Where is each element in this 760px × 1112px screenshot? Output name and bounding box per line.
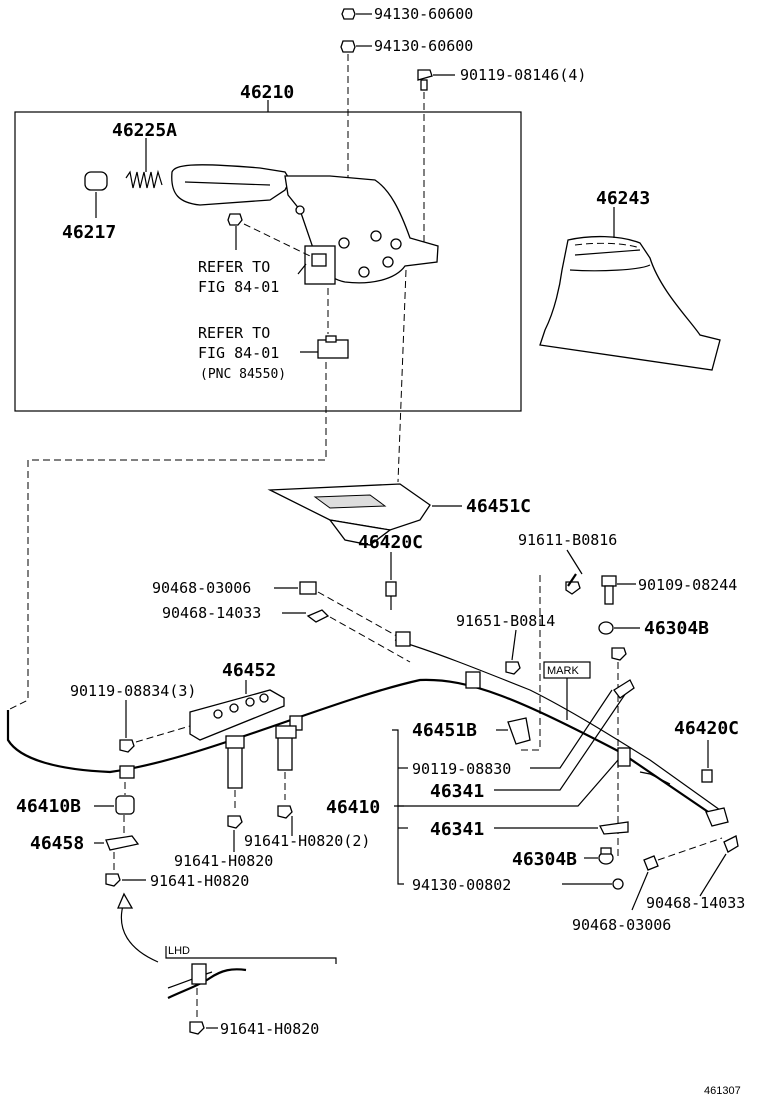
- label-nut-top-1: 94130-60600: [374, 5, 473, 23]
- label-figure-id: 461307: [704, 1085, 741, 1097]
- cable-46341-b-icon: [599, 821, 629, 835]
- label-nut-00802: 94130-00802: [412, 876, 511, 894]
- grommet-bottom-icon: [598, 847, 614, 865]
- label-mark: MARK: [547, 665, 579, 677]
- clamp-46458-icon: [105, 835, 140, 851]
- label-lever-assy: 46210: [240, 82, 294, 103]
- clip-14033-right-icon: [723, 835, 739, 853]
- label-clamp-c-right: 46420C: [674, 718, 739, 739]
- knob-icon: [84, 171, 108, 191]
- switch-icon: [317, 335, 349, 359]
- clamp-c-icon: [385, 581, 397, 610]
- label-bracket-46452: 46452: [222, 660, 276, 681]
- label-refer-2-line2: FIG 84-01: [198, 344, 279, 362]
- bolt-b0814-icon: [505, 661, 521, 675]
- cable-46341-a-icon: [613, 679, 635, 699]
- lhd-arrow-icon: [120, 901, 159, 963]
- nut-00802-icon: [612, 878, 624, 890]
- label-guide-46410b: 46410B: [16, 796, 81, 817]
- bracket-c-icon: [267, 483, 431, 546]
- label-cable-46410: 46410: [326, 797, 380, 818]
- bolt-08244-icon: [601, 575, 617, 605]
- label-bolt-08244: 90109-08244: [638, 576, 737, 594]
- bolt-08834-icon: [119, 739, 135, 753]
- bracket-b-icon: [507, 717, 531, 745]
- label-bolt-b0814: 91651-B0814: [456, 612, 555, 630]
- label-bolt-h0820-a: 91641-H0820: [174, 852, 273, 870]
- bolt-top-icon: [417, 69, 433, 91]
- bolt-h0820-1-icon: [227, 815, 243, 829]
- label-spring-sub: 46225A: [112, 120, 177, 141]
- cable-bracket-2-icon: [275, 725, 297, 771]
- label-clip-03006-left: 90468-03006: [152, 579, 251, 597]
- grommet-top-icon: [598, 621, 614, 635]
- label-lhd: LHD: [168, 945, 190, 957]
- parking-cable-icon: [6, 631, 721, 821]
- label-knob: 46217: [62, 222, 116, 243]
- label-bracket-c: 46451C: [466, 496, 531, 517]
- bolt-b0816-icon: [565, 573, 581, 595]
- label-boot: 46243: [596, 188, 650, 209]
- boot-icon: [539, 235, 721, 371]
- label-bolt-top: 90119-08146(4): [460, 66, 586, 84]
- label-clip-14033-right: 90468-14033: [646, 894, 745, 912]
- label-bolt-h0820-2: 91641-H0820(2): [244, 832, 370, 850]
- label-clamp-46458: 46458: [30, 833, 84, 854]
- label-clip-03006-right: 90468-03006: [572, 916, 671, 934]
- bolt-h0820-2-icon: [277, 805, 293, 819]
- nut-top-1-icon: [341, 8, 356, 20]
- label-bolt-h0820-b: 91641-H0820: [150, 872, 249, 890]
- label-bolt-08830: 90119-08830: [412, 760, 511, 778]
- lhd-cable-icon: [167, 963, 247, 999]
- clip-14033-left-icon: [306, 609, 330, 623]
- bolt-grommet-top-icon: [611, 647, 627, 661]
- label-clip-14033-left: 90468-14033: [162, 604, 261, 622]
- label-grommet-b-bottom: 46304B: [512, 849, 577, 870]
- switch-bracket-icon: [304, 245, 336, 285]
- label-refer-2-pnc: (PNC 84550): [200, 367, 286, 382]
- clamp-c-right-icon: [701, 769, 729, 827]
- cable-bracket-1-icon: [225, 735, 245, 789]
- bracket-46452-icon: [189, 689, 285, 741]
- clip-03006-left-icon: [299, 581, 317, 595]
- label-cable-46341-a: 46341: [430, 781, 484, 802]
- guide-46410b-icon: [115, 795, 135, 815]
- label-bolt-b0816: 91611-B0816: [518, 531, 617, 549]
- label-refer-1-line2: FIG 84-01: [198, 278, 279, 296]
- label-nut-top-2: 94130-60600: [374, 37, 473, 55]
- label-refer-1-line1: REFER TO: [198, 258, 270, 276]
- label-refer-2-line1: REFER TO: [198, 324, 270, 342]
- label-bolt-h0820-lhd: 91641-H0820: [220, 1020, 319, 1038]
- label-bracket-b: 46451B: [412, 720, 477, 741]
- bolt-h0820-lhd-icon: [189, 1021, 205, 1035]
- spring-icon: [125, 169, 163, 189]
- nut-top-2-icon: [340, 40, 356, 53]
- label-cable-46341-b: 46341: [430, 819, 484, 840]
- lever-bolt-icon: [227, 213, 243, 226]
- label-bolt-08834: 90119-08834(3): [70, 682, 196, 700]
- label-clamp-c: 46420C: [358, 532, 423, 553]
- bolt-h0820-3-icon: [105, 873, 121, 887]
- clip-03006-right-icon: [643, 855, 659, 871]
- label-grommet-b-top: 46304B: [644, 618, 709, 639]
